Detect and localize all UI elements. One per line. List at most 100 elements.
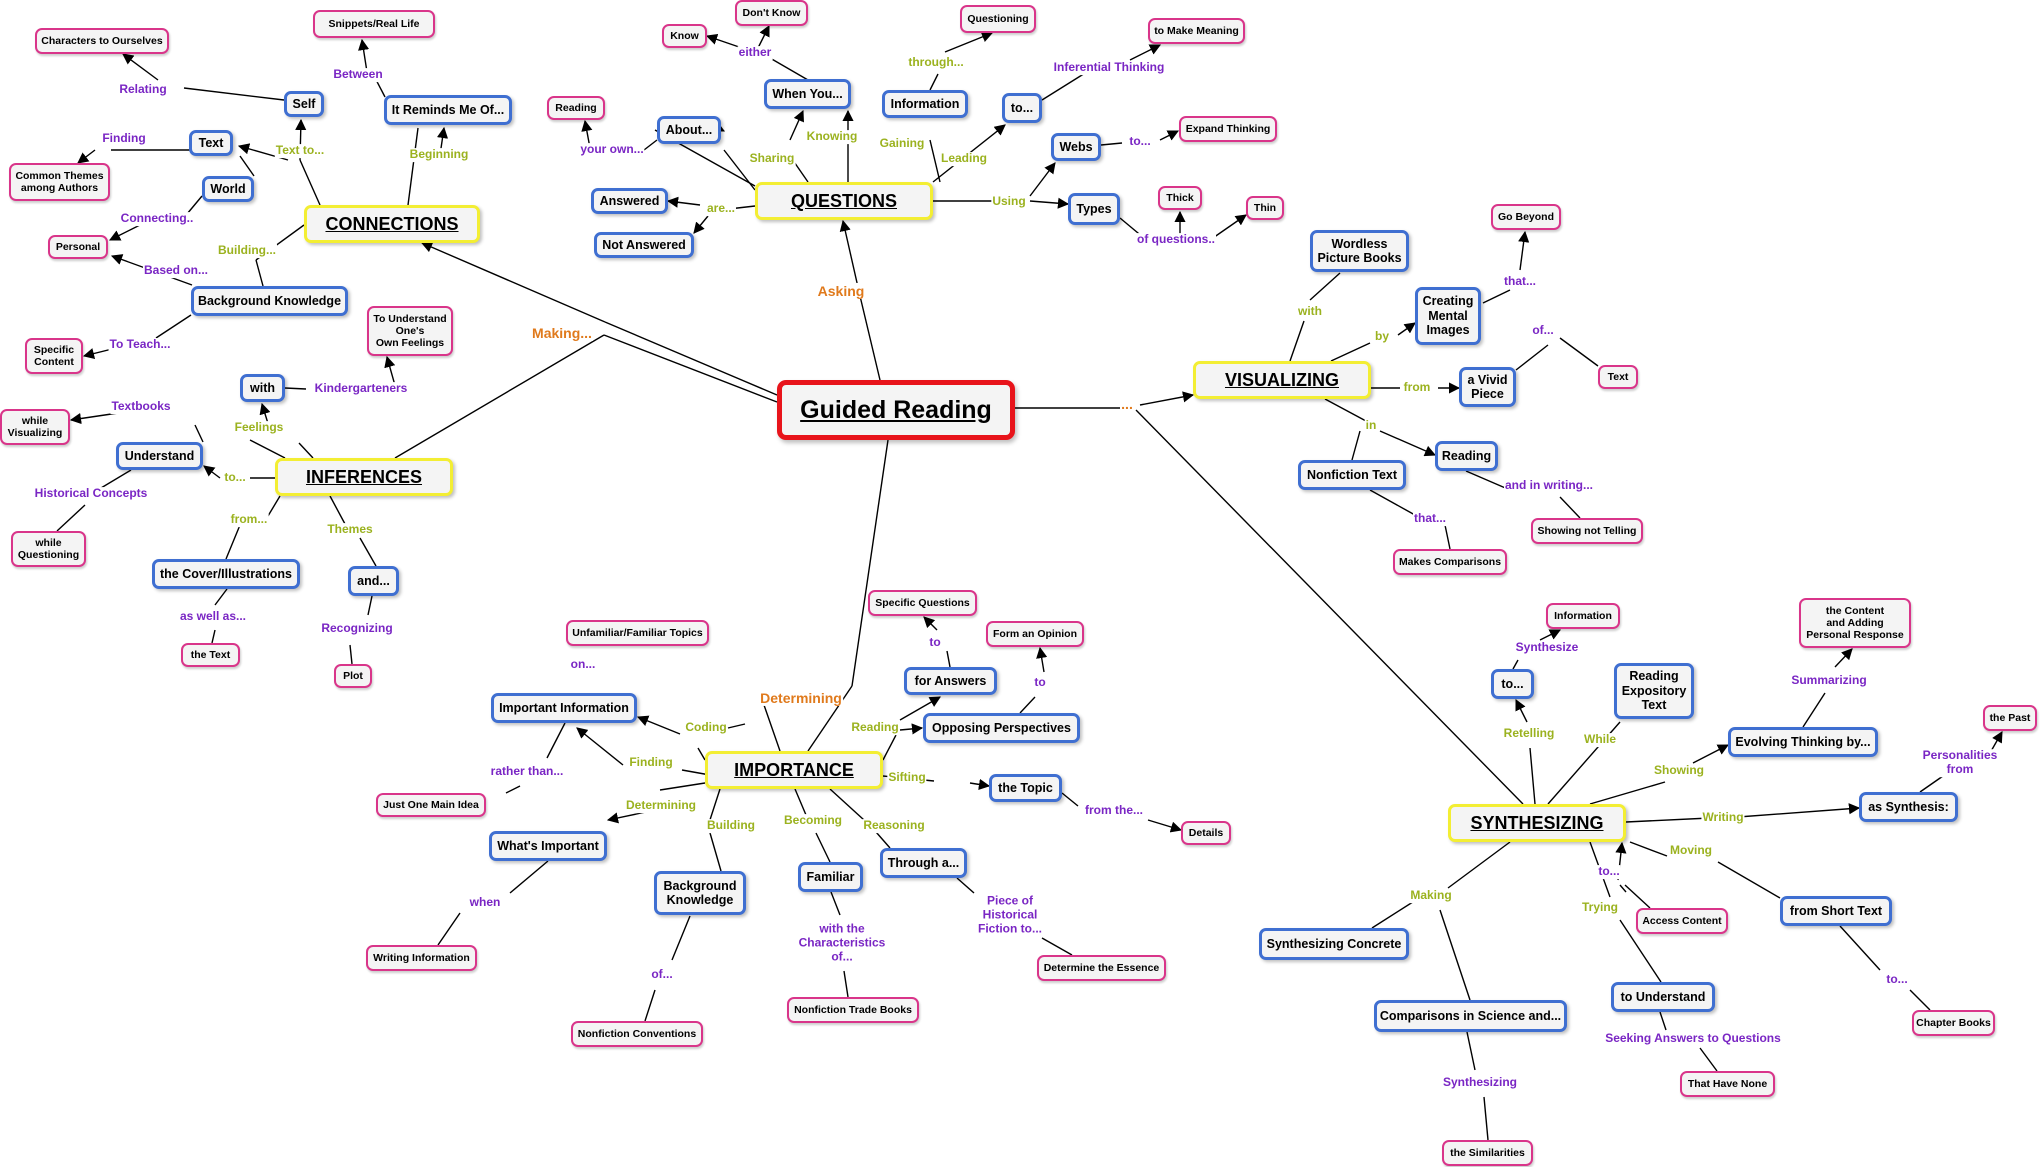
node-characters-to-ourselves[interactable]: Characters to Ourselves xyxy=(35,28,169,54)
node-synthesizing-concrete[interactable]: Synthesizing Concrete xyxy=(1259,928,1409,960)
node-information-synthesizing[interactable]: Information xyxy=(1546,603,1620,629)
node-while-questioning[interactable]: while Questioning xyxy=(11,531,86,567)
connector-137 xyxy=(1802,692,1826,728)
root-node-guided-reading[interactable]: Guided Reading xyxy=(777,380,1015,440)
connector-82 xyxy=(249,439,286,459)
node-about[interactable]: About... xyxy=(657,116,721,144)
topic-visualizing[interactable]: VISUALIZING xyxy=(1193,361,1371,399)
connector-71 xyxy=(1351,430,1361,461)
node-go-beyond[interactable]: Go Beyond xyxy=(1491,204,1561,230)
label-beginning: Beginning xyxy=(408,147,470,162)
label-between: Between xyxy=(332,67,384,82)
node-to-make-meaning[interactable]: to Make Meaning xyxy=(1148,18,1245,44)
connector-8 xyxy=(807,685,853,752)
node-while-visualizing[interactable]: while Visualizing xyxy=(0,409,70,445)
node-to-understand-own-feelings[interactable]: To Understand One's Own Feelings xyxy=(367,306,453,356)
node-from-short-text[interactable]: from Short Text xyxy=(1780,896,1892,926)
node-wordless-picture-books[interactable]: Wordless Picture Books xyxy=(1310,230,1409,272)
node-a-vivid-piece[interactable]: a Vivid Piece xyxy=(1459,367,1516,407)
label-feelings: Feelings xyxy=(233,420,285,435)
node-content-personal-response[interactable]: the Content and Adding Personal Response xyxy=(1799,598,1911,648)
topic-synthesizing[interactable]: SYNTHESIZING xyxy=(1448,804,1626,842)
node-types[interactable]: Types xyxy=(1068,193,1120,225)
node-makes-comparisons[interactable]: Makes Comparisons xyxy=(1393,549,1507,575)
node-it-reminds-me-of[interactable]: It Reminds Me Of... xyxy=(384,95,512,125)
node-the-similarities[interactable]: the Similarities xyxy=(1442,1140,1533,1166)
node-reading-questions[interactable]: Reading xyxy=(547,96,605,120)
node-creating-mental-images[interactable]: Creating Mental Images xyxy=(1415,287,1481,345)
node-self[interactable]: Self xyxy=(284,91,324,117)
node-background-knowledge-importance[interactable]: Background Knowledge xyxy=(654,871,746,915)
node-expand-thinking[interactable]: Expand Thinking xyxy=(1179,116,1277,142)
node-the-topic[interactable]: the Topic xyxy=(989,774,1062,802)
node-unfamiliar-familiar-topics[interactable]: Unfamiliar/Familiar Topics xyxy=(566,620,709,646)
label-synthesizing-link: Synthesizing xyxy=(1441,1075,1519,1090)
connector-154 xyxy=(1909,989,1931,1011)
connector-124 xyxy=(671,915,691,961)
node-common-themes[interactable]: Common Themes among Authors xyxy=(9,163,110,201)
node-information-questions[interactable]: Information xyxy=(882,90,968,118)
connector-138 xyxy=(1834,648,1853,668)
node-to-questions[interactable]: to... xyxy=(1002,93,1042,123)
node-plot[interactable]: Plot xyxy=(334,664,372,688)
node-reading-visualizing[interactable]: Reading xyxy=(1435,441,1498,471)
node-questioning[interactable]: Questioning xyxy=(960,5,1036,33)
node-evolving-thinking[interactable]: Evolving Thinking by... xyxy=(1728,727,1878,757)
connector-96 xyxy=(636,715,681,735)
node-details[interactable]: Details xyxy=(1181,821,1231,845)
node-that-have-none[interactable]: That Have None xyxy=(1680,1071,1775,1097)
node-personal[interactable]: Personal xyxy=(48,235,108,259)
connector-2 xyxy=(859,295,881,381)
node-form-an-opinion[interactable]: Form an Opinion xyxy=(986,621,1084,647)
node-important-information[interactable]: Important Information xyxy=(491,693,637,723)
node-writing-information[interactable]: Writing Information xyxy=(366,945,477,971)
node-to-synthesizing[interactable]: to... xyxy=(1491,669,1534,699)
node-chapter-books[interactable]: Chapter Books xyxy=(1912,1010,1995,1036)
node-not-answered[interactable]: Not Answered xyxy=(594,232,694,258)
topic-questions[interactable]: QUESTIONS xyxy=(755,182,933,220)
node-for-answers[interactable]: for Answers xyxy=(904,667,997,695)
node-reading-expository-text[interactable]: Reading Expository Text xyxy=(1614,663,1694,719)
node-cover-illustrations[interactable]: the Cover/Illustrations xyxy=(152,559,300,589)
node-determine-the-essence[interactable]: Determine the Essence xyxy=(1037,955,1166,981)
node-nonfiction-text[interactable]: Nonfiction Text xyxy=(1298,460,1406,490)
node-nonfiction-conventions[interactable]: Nonfiction Conventions xyxy=(571,1021,703,1047)
label-coding: Coding xyxy=(684,720,728,735)
node-specific-content[interactable]: Specific Content xyxy=(25,338,83,374)
node-webs[interactable]: Webs xyxy=(1051,133,1101,161)
node-access-content[interactable]: Access Content xyxy=(1636,908,1728,934)
node-text-visualizing[interactable]: Text xyxy=(1598,365,1638,389)
node-thin[interactable]: Thin xyxy=(1246,196,1284,220)
node-text-connections[interactable]: Text xyxy=(189,130,233,156)
node-and-inferences[interactable]: and... xyxy=(348,566,399,596)
topic-inferences[interactable]: INFERENCES xyxy=(275,458,453,496)
node-specific-questions[interactable]: Specific Questions xyxy=(868,590,977,616)
node-through-a[interactable]: Through a... xyxy=(880,848,967,878)
node-know[interactable]: Know xyxy=(662,24,707,48)
node-understand[interactable]: Understand xyxy=(116,442,203,470)
connector-16 xyxy=(122,53,159,81)
node-answered[interactable]: Answered xyxy=(591,188,668,214)
node-the-text-inferences[interactable]: the Text xyxy=(181,643,240,667)
node-opposing-perspectives[interactable]: Opposing Perspectives xyxy=(923,713,1080,743)
node-whats-important[interactable]: What's Important xyxy=(489,831,607,861)
node-the-past[interactable]: the Past xyxy=(1983,705,2037,731)
node-world[interactable]: World xyxy=(202,176,254,202)
topic-connections[interactable]: CONNECTIONS xyxy=(304,205,480,243)
node-showing-not-telling[interactable]: Showing not Telling xyxy=(1531,518,1643,544)
topic-importance[interactable]: IMPORTANCE xyxy=(705,751,883,789)
label-in: in xyxy=(1364,418,1378,433)
node-when-you[interactable]: When You... xyxy=(764,79,851,109)
node-to-understand-synthesizing[interactable]: to Understand xyxy=(1611,982,1715,1012)
node-with-inferences[interactable]: with xyxy=(240,374,285,402)
node-dont-know[interactable]: Don't Know xyxy=(735,0,808,26)
node-thick[interactable]: Thick xyxy=(1158,186,1202,210)
node-familiar[interactable]: Familiar xyxy=(798,862,863,892)
node-snippets-real-life[interactable]: Snippets/Real Life xyxy=(313,10,435,38)
node-just-one-main-idea[interactable]: Just One Main Idea xyxy=(376,793,486,817)
connector-36 xyxy=(929,139,941,183)
node-background-knowledge-connections[interactable]: Background Knowledge xyxy=(191,286,348,316)
node-nonfiction-trade-books[interactable]: Nonfiction Trade Books xyxy=(787,997,919,1023)
node-as-synthesis[interactable]: as Synthesis: xyxy=(1859,792,1958,822)
node-comparisons-in-science[interactable]: Comparisons in Science and... xyxy=(1374,1000,1567,1032)
